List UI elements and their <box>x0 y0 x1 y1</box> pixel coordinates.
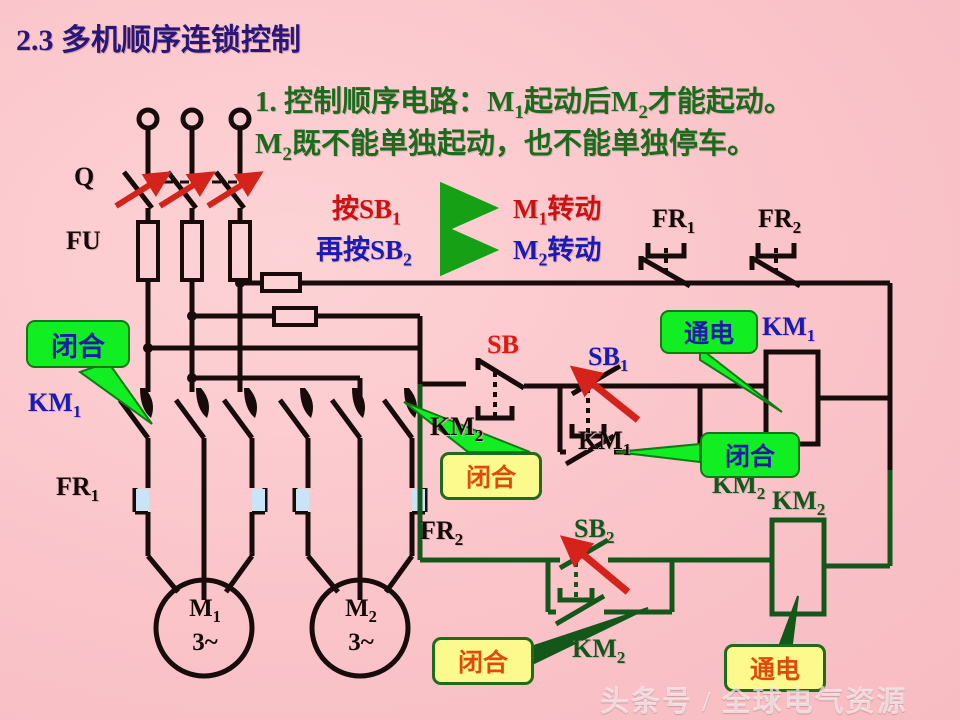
control-wiring-rung2 <box>417 384 893 627</box>
supply-terminal-L1 <box>136 107 160 131</box>
label-km2-holding: KM2 <box>572 634 626 668</box>
close-arrow-sb2 <box>559 535 631 595</box>
motor-1-symbol <box>153 577 255 679</box>
callout-km2-holding-closed: 闭合 <box>432 637 534 685</box>
motor-2-symbol <box>309 577 411 679</box>
control-fuse-2 <box>272 306 318 327</box>
supply-terminal-L3 <box>228 107 252 131</box>
label-switch-q: Q <box>74 162 95 191</box>
label-fr2-contact: FR2 <box>758 204 802 238</box>
label-fr1: FR1 <box>56 472 100 506</box>
motor-2-label: M2 <box>345 595 377 626</box>
button-actuator-lines <box>493 372 590 436</box>
fuse-L2 <box>180 220 204 282</box>
description-line-2: M2既不能单独起动，也不能单独停车。 <box>255 128 756 165</box>
label-km1-holding: KM1 <box>578 426 632 460</box>
coil-km1 <box>763 349 821 447</box>
label-sb2: SB2 <box>574 514 615 548</box>
description-line-1: 1. 控制顺序电路：M1起动后M2才能起动。 <box>255 86 793 123</box>
thermal-heater-elements <box>136 489 425 511</box>
label-km2-main: KM2 <box>430 412 484 446</box>
fuse-L1 <box>136 220 160 282</box>
callout-km2-energized: 通电 <box>724 644 826 692</box>
motor-1-label: M1 <box>189 595 221 626</box>
motor-2-phase: 3~ <box>348 629 374 656</box>
sequence-row-1-press: 按SB1 <box>332 194 401 229</box>
sequence-row-1-result: M1转动 <box>513 194 602 229</box>
supply-terminal-L2 <box>180 107 204 131</box>
label-sb1: SB1 <box>588 342 629 376</box>
callout-km2-interlock-closed: 闭合 <box>440 452 542 500</box>
callout-km1-energized: 通电 <box>660 310 758 354</box>
page-title: 2.3 多机顺序连锁控制 <box>16 24 301 57</box>
motor-1-phase: 3~ <box>192 629 218 656</box>
label-fuse-fu: FU <box>66 226 101 255</box>
overload-actuator-lines <box>664 248 778 278</box>
callout-km1-closed: 闭合 <box>26 320 130 368</box>
sequence-row-2-result: M2转动 <box>513 235 602 270</box>
control-fuse-1 <box>260 272 302 293</box>
control-wiring-rung1 <box>420 255 893 470</box>
power-wiring <box>117 107 890 679</box>
sequence-row-2-press: 再按SB2 <box>316 235 412 270</box>
overload-actuator-brackets <box>645 243 797 259</box>
fuse-L3 <box>228 220 252 282</box>
label-fr2: FR2 <box>420 516 464 550</box>
watermark: 头条号 / 全球电气资源 <box>600 686 908 718</box>
label-km1-main: KM1 <box>28 388 82 422</box>
label-sb-stop: SB <box>487 330 519 359</box>
label-km1-coil: KM1 <box>762 312 816 346</box>
label-fr1-contact: FR1 <box>652 204 696 238</box>
callout-km1-holding-closed: 闭合 <box>700 432 800 478</box>
close-arrow-group-q <box>114 171 264 209</box>
close-arrow-sb1 <box>569 365 641 423</box>
label-km2-coil: KM2 <box>772 486 826 520</box>
